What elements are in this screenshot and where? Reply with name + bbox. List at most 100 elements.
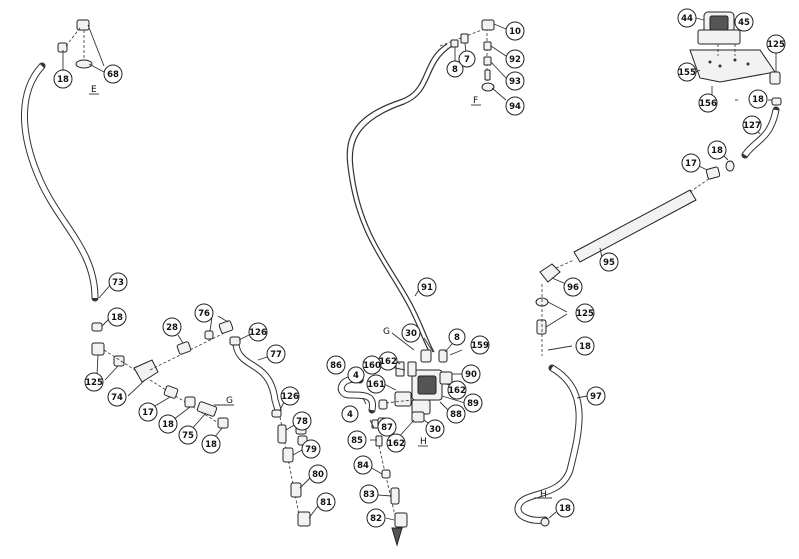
callout-18: 18 — [158, 414, 178, 434]
callout-17: 17 — [138, 402, 158, 422]
svg-text:68: 68 — [107, 70, 119, 80]
svg-text:162: 162 — [379, 357, 397, 367]
svg-text:82: 82 — [370, 514, 382, 524]
callout-87: 87 — [377, 417, 397, 437]
svg-text:4: 4 — [347, 410, 353, 420]
callout-85: 85 — [347, 430, 367, 450]
svg-text:80: 80 — [312, 470, 324, 480]
svg-text:45: 45 — [738, 18, 750, 28]
svg-text:30: 30 — [429, 425, 441, 435]
callout-162: 162 — [447, 380, 467, 400]
label-letter-g-left: G — [226, 396, 233, 406]
callout-93: 93 — [505, 71, 525, 91]
callout-8: 8 — [448, 328, 466, 346]
svg-text:75: 75 — [182, 431, 194, 441]
callout-18: 18 — [707, 140, 727, 160]
svg-text:76: 76 — [198, 309, 210, 319]
svg-text:96: 96 — [567, 283, 579, 293]
callout-96: 96 — [563, 277, 583, 297]
svg-text:18: 18 — [559, 504, 571, 514]
callout-4: 4 — [341, 405, 359, 423]
svg-text:8: 8 — [454, 333, 460, 343]
svg-text:18: 18 — [711, 146, 723, 156]
callout-161: 161 — [366, 374, 386, 394]
label-letter-e: E — [91, 85, 97, 95]
callout-94: 94 — [505, 96, 525, 116]
svg-text:77: 77 — [270, 350, 282, 360]
callout-127: 127 — [742, 115, 762, 135]
svg-text:161: 161 — [367, 380, 385, 390]
hose-91 — [346, 43, 448, 354]
svg-text:17: 17 — [142, 408, 154, 418]
svg-text:7: 7 — [464, 55, 470, 65]
callout-79: 79 — [301, 439, 321, 459]
callout-156: 156 — [698, 93, 718, 113]
callout-76: 76 — [194, 303, 214, 323]
svg-text:162: 162 — [448, 386, 466, 396]
svg-text:95: 95 — [603, 258, 615, 268]
svg-text:156: 156 — [699, 99, 717, 109]
svg-text:97: 97 — [590, 392, 602, 402]
label-letter-h-center: H — [420, 437, 427, 447]
svg-text:74: 74 — [111, 393, 123, 403]
svg-text:160: 160 — [363, 361, 381, 371]
svg-text:18: 18 — [111, 313, 123, 323]
callout-10: 10 — [505, 21, 525, 41]
center-valve-assembly: F G H — [337, 19, 507, 547]
callout-7: 7 — [458, 50, 476, 68]
callout-91: 91 — [417, 277, 437, 297]
svg-text:89: 89 — [467, 399, 479, 409]
callout-73: 73 — [108, 272, 128, 292]
callout-126: 126 — [280, 386, 300, 406]
left-hose-assembly: E G — [21, 19, 319, 527]
hose-73 — [21, 62, 99, 302]
callout-80: 80 — [308, 464, 328, 484]
callout-18: 18 — [53, 69, 73, 89]
callout-30: 30 — [425, 419, 445, 439]
callout-160: 160 — [362, 355, 382, 375]
svg-text:17: 17 — [685, 159, 697, 169]
callout-125: 125 — [575, 303, 595, 323]
svg-text:126: 126 — [249, 328, 267, 338]
callout-89: 89 — [463, 393, 483, 413]
svg-text:86: 86 — [330, 361, 342, 371]
svg-text:85: 85 — [351, 436, 363, 446]
callout-28: 28 — [162, 317, 182, 337]
callout-162: 162 — [378, 351, 398, 371]
right-pump-assembly: H — [514, 11, 782, 527]
svg-text:79: 79 — [305, 445, 317, 455]
callout-125: 125 — [84, 372, 104, 392]
callout-78: 78 — [292, 411, 312, 431]
svg-text:8: 8 — [452, 65, 458, 75]
callout-8: 8 — [446, 60, 464, 78]
svg-text:125: 125 — [85, 378, 103, 388]
svg-text:18: 18 — [579, 342, 591, 352]
svg-text:84: 84 — [357, 461, 369, 471]
callout-44: 44 — [677, 8, 697, 28]
elbow-fitting-top — [57, 19, 105, 73]
callout-18: 18 — [748, 89, 768, 109]
label-letter-f: F — [473, 96, 478, 106]
callout-155: 155 — [677, 62, 697, 82]
svg-text:125: 125 — [767, 40, 785, 50]
callout-92: 92 — [505, 49, 525, 69]
callout-95: 95 — [599, 252, 619, 272]
callout-162: 162 — [386, 433, 406, 453]
svg-text:30: 30 — [405, 329, 417, 339]
callout-68: 68 — [103, 64, 123, 84]
svg-text:162: 162 — [387, 439, 405, 449]
svg-text:93: 93 — [509, 77, 521, 87]
svg-text:28: 28 — [166, 323, 178, 333]
svg-text:18: 18 — [57, 75, 69, 85]
svg-text:18: 18 — [205, 440, 217, 450]
svg-text:10: 10 — [509, 27, 521, 37]
svg-text:83: 83 — [363, 490, 375, 500]
callout-75: 75 — [178, 425, 198, 445]
callout-84: 84 — [353, 455, 373, 475]
svg-text:94: 94 — [509, 102, 521, 112]
callout-74: 74 — [107, 387, 127, 407]
svg-text:127: 127 — [743, 121, 761, 131]
svg-text:92: 92 — [509, 55, 521, 65]
callout-90: 90 — [461, 364, 481, 384]
